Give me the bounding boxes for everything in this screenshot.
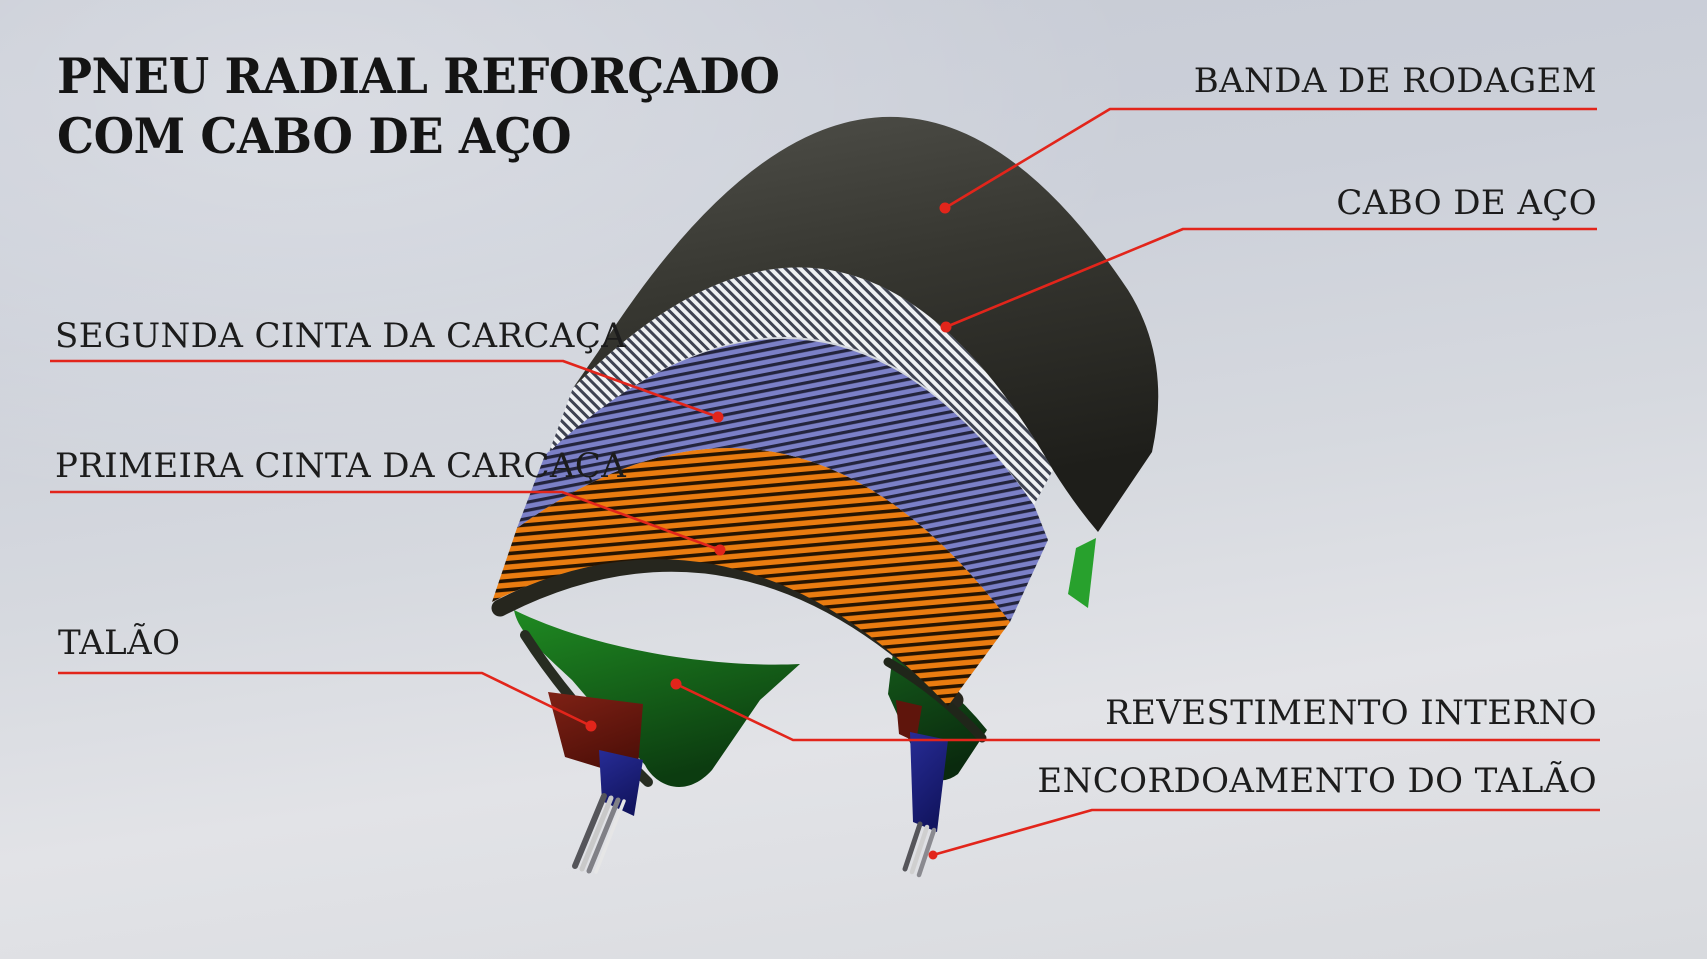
leader-line-segunda-cinta <box>50 359 719 419</box>
leader-lines <box>50 107 1600 857</box>
callout-label-revestimento-interno: REVESTIMENTO INTERNO <box>1105 693 1597 733</box>
page-title-line2: COM CABO DE AÇO <box>57 107 572 165</box>
leader-dot-encordoamento-do-talao <box>928 850 938 860</box>
leader-dot-segunda-cinta <box>712 411 724 423</box>
bead-cord-left <box>572 793 626 874</box>
leader-line-cabo-de-aco <box>945 227 1597 329</box>
bead-sheath-right <box>910 732 948 832</box>
callout-label-encordoamento-do-talao: ENCORDOAMENTO DO TALÃO <box>1037 761 1597 801</box>
second-carcass-belt-layer <box>517 338 1048 622</box>
callout-label-cabo-de-aco: CABO DE AÇO <box>1336 183 1597 223</box>
bead-cord-right <box>902 821 937 878</box>
rim-shadow-right <box>883 657 987 743</box>
leader-dots <box>585 202 952 860</box>
page-title: PNEU RADIAL REFORÇADO COM CABO DE AÇO <box>57 46 780 166</box>
bead-core-right <box>896 700 922 742</box>
leader-dot-banda-de-rodagem <box>939 202 951 214</box>
tread-layer <box>573 116 1159 532</box>
inner-liner-sliver <box>1068 538 1096 608</box>
leader-dot-talao <box>585 720 597 732</box>
callout-label-segunda-cinta: SEGUNDA CINTA DA CARCAÇA <box>55 316 627 356</box>
leader-line-revestimento-interno <box>675 682 1600 742</box>
inner-liner-layer <box>514 610 800 787</box>
leader-line-banda-de-rodagem <box>944 107 1597 210</box>
page-title-line1: PNEU RADIAL REFORÇADO <box>57 47 780 105</box>
leader-line-primeira-cinta <box>50 490 721 552</box>
callout-label-banda-de-rodagem: BANDA DE RODAGEM <box>1193 61 1597 101</box>
leader-dot-revestimento-interno <box>670 678 682 690</box>
leader-line-encordoamento-do-talao <box>932 808 1600 857</box>
callout-label-talao: TALÃO <box>58 623 181 663</box>
leader-dot-cabo-de-aco <box>940 321 952 333</box>
leader-dot-primeira-cinta <box>714 544 726 556</box>
steel-cable-band-layer <box>549 267 1053 505</box>
callout-label-primeira-cinta: PRIMEIRA CINTA DA CARCAÇA <box>55 446 627 486</box>
leader-line-talao <box>58 671 592 728</box>
